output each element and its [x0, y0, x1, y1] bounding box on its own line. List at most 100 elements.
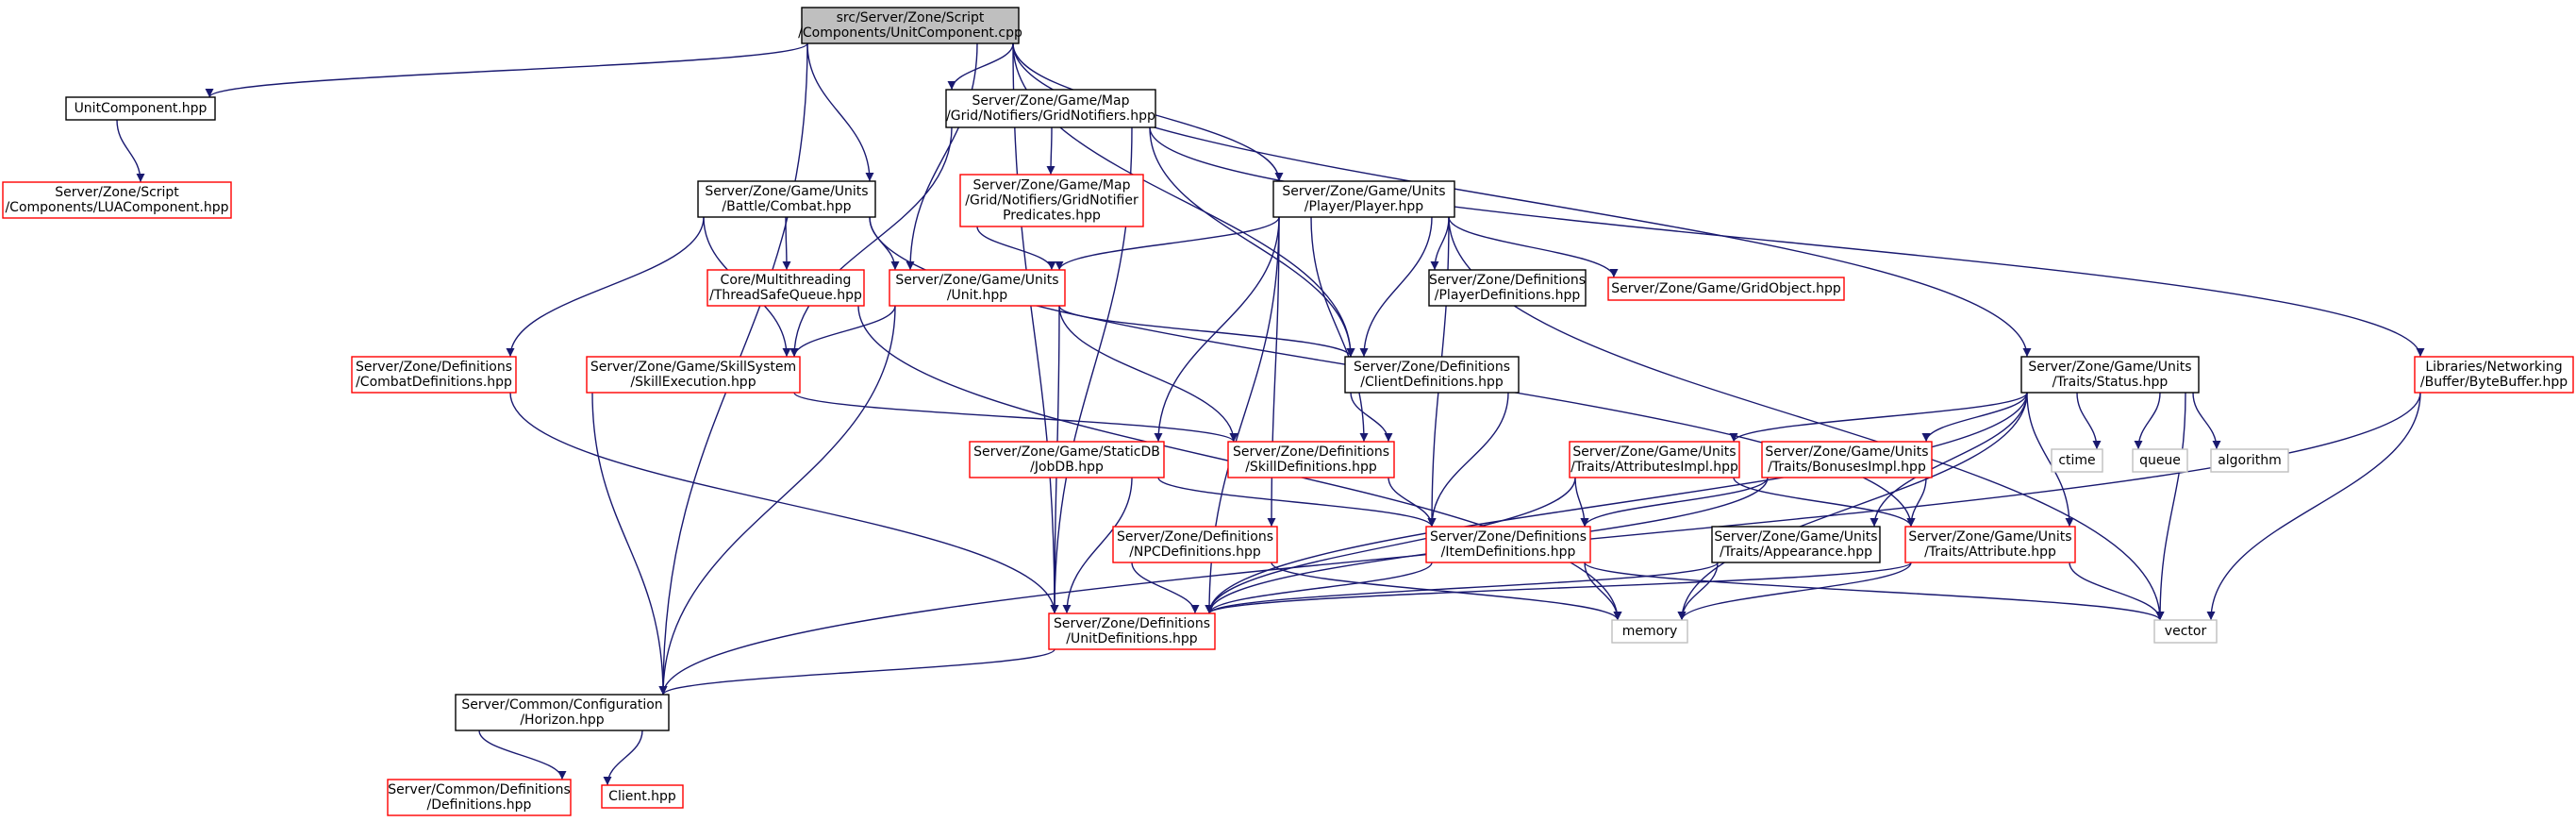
- node-box-combatdefinitions-hpp: [351, 356, 517, 394]
- node-box-combat-hpp: [697, 180, 876, 218]
- node-label-npcdefinitions-hpp-line-0: Server/Zone/Definitions: [1117, 529, 1273, 545]
- node-player-hpp[interactable]: Server/Zone/Game/Units/Player/Player.hpp: [1272, 180, 1455, 218]
- node-label-unitdefinitions-hpp-line-0: Server/Zone/Definitions: [1054, 616, 1210, 631]
- edge-attributesimpl-hpp-to-unitdefinitions-hpp: [1205, 477, 1576, 614]
- node-label-combatdefinitions-hpp-line-0: Server/Zone/Definitions: [356, 360, 512, 375]
- node-box-algorithm: [2210, 448, 2289, 473]
- edge-itemdefinitions-hpp-to-unitdefinitions-hpp: [1205, 562, 1433, 614]
- edge-jobdb-hpp-to-unitdefinitions-hpp: [1062, 477, 1133, 614]
- node-box-horizon-hpp: [455, 694, 670, 731]
- edge-attribute-hpp-to-unitdefinitions-hpp: [1205, 562, 1912, 614]
- edge-player-hpp-to-playerdefinitions-hpp: [1430, 216, 1450, 271]
- node-box-bonusesimpl-hpp: [1761, 441, 1933, 478]
- node-root[interactable]: src/Server/Zone/Script/Components/UnitCo…: [798, 7, 1022, 44]
- node-box-vector: [2153, 619, 2218, 644]
- node-bytebuffer-hpp[interactable]: Libraries/Networking/Buffer/ByteBuffer.h…: [2414, 356, 2574, 394]
- edge-gridnotifiers-hpp-to-gridnotifierpredicates-hpp: [1046, 126, 1055, 176]
- node-combat-hpp[interactable]: Server/Zone/Game/Units/Battle/Combat.hpp: [697, 180, 876, 218]
- node-luacomponent-hpp[interactable]: Server/Zone/Script/Components/LUACompone…: [2, 181, 232, 219]
- node-box-playerdefinitions-hpp: [1428, 269, 1587, 307]
- edge-status-hpp-to-attribute-hpp: [2026, 392, 2074, 528]
- node-itemdefinitions-hpp[interactable]: Server/Zone/Definitions/ItemDefinitions.…: [1425, 526, 1591, 563]
- node-horizon-hpp[interactable]: Server/Common/Configuration/Horizon.hpp: [455, 694, 670, 731]
- node-queue: queue: [2132, 448, 2188, 473]
- node-algorithm: algorithm: [2210, 448, 2289, 473]
- edge-bytebuffer-hpp-to-vector: [2206, 392, 2421, 621]
- node-gridnotifiers-hpp[interactable]: Server/Zone/Game/Map/Grid/Notifiers/Grid…: [945, 89, 1156, 128]
- node-ctime: ctime: [2051, 448, 2103, 473]
- edge-combat-hpp-to-combatdefinitions-hpp: [506, 216, 705, 358]
- node-gridnotifierpredicates-hpp[interactable]: Server/Zone/Game/Map/Grid/Notifiers/Grid…: [959, 174, 1144, 227]
- node-box-root: [801, 7, 1020, 44]
- edge-root-to-unit-hpp: [906, 42, 978, 271]
- node-label-attributesimpl-hpp-line-1: /Traits/AttributesImpl.hpp: [1571, 460, 1738, 475]
- node-box-unit-hpp: [889, 269, 1066, 307]
- node-attribute-hpp[interactable]: Server/Zone/Game/Units/Traits/Attribute.…: [1904, 526, 2076, 563]
- node-label-skillexecution-hpp-line-0: Server/Zone/Game/SkillSystem: [590, 360, 796, 375]
- edge-player-hpp-to-skilldefinitions-hpp: [1310, 216, 1369, 443]
- node-threadsafequeue-hpp[interactable]: Core/Multithreading/ThreadSafeQueue.hpp: [706, 269, 865, 307]
- edge-unitcomponent-hpp-to-luacomponent-hpp: [116, 119, 145, 183]
- node-label-queue-line-0: queue: [2139, 453, 2181, 468]
- node-label-definitions-hpp-line-1: /Definitions.hpp: [427, 797, 532, 813]
- node-label-itemdefinitions-hpp-line-0: Server/Zone/Definitions: [1430, 529, 1587, 545]
- node-box-unitdefinitions-hpp: [1048, 612, 1216, 650]
- node-gridobject-hpp[interactable]: Server/Zone/Game/GridObject.hpp: [1607, 277, 1845, 301]
- edge-attributesimpl-hpp-to-attribute-hpp: [1733, 477, 1916, 528]
- node-label-root-line-0: src/Server/Zone/Script: [837, 10, 985, 25]
- node-box-gridnotifiers-hpp: [945, 89, 1156, 128]
- edge-status-hpp-to-queue: [2134, 392, 2161, 450]
- node-label-npcdefinitions-hpp-line-1: /NPCDefinitions.hpp: [1129, 545, 1261, 560]
- node-client-hpp[interactable]: Client.hpp: [601, 784, 684, 809]
- node-appearance-hpp[interactable]: Server/Zone/Game/Units/Traits/Appearance…: [1711, 526, 1881, 563]
- node-label-status-hpp-line-1: /Traits/Status.hpp: [2052, 375, 2169, 390]
- node-playerdefinitions-hpp[interactable]: Server/Zone/Definitions/PlayerDefinition…: [1428, 269, 1587, 307]
- node-definitions-hpp[interactable]: Server/Common/Definitions/Definitions.hp…: [387, 779, 572, 816]
- node-box-luacomponent-hpp: [2, 181, 232, 219]
- node-label-memory-line-0: memory: [1622, 624, 1678, 639]
- node-box-bytebuffer-hpp: [2414, 356, 2574, 394]
- edge-player-hpp-to-unit-hpp: [1055, 216, 1280, 271]
- edge-status-hpp-to-algorithm: [2192, 392, 2221, 450]
- node-attributesimpl-hpp[interactable]: Server/Zone/Game/Units/Traits/Attributes…: [1569, 441, 1740, 478]
- node-box-ctime: [2051, 448, 2103, 473]
- node-label-bonusesimpl-hpp-line-0: Server/Zone/Game/Units: [1765, 445, 1928, 460]
- node-status-hpp[interactable]: Server/Zone/Game/Units/Traits/Status.hpp: [2020, 356, 2200, 394]
- node-combatdefinitions-hpp[interactable]: Server/Zone/Definitions/CombatDefinition…: [351, 356, 517, 394]
- node-label-itemdefinitions-hpp-line-1: /ItemDefinitions.hpp: [1441, 545, 1576, 560]
- edge-clientdefinitions-hpp-to-skilldefinitions-hpp: [1350, 392, 1393, 443]
- edge-itemdefinitions-hpp-to-vector: [1584, 562, 2165, 621]
- node-box-gridobject-hpp: [1607, 277, 1845, 301]
- edge-status-hpp-to-memory: [1677, 392, 2028, 621]
- edge-unit-hpp-to-skillexecution-hpp: [789, 305, 896, 358]
- node-box-appearance-hpp: [1711, 526, 1881, 563]
- node-npcdefinitions-hpp[interactable]: Server/Zone/Definitions/NPCDefinitions.h…: [1112, 526, 1278, 563]
- node-box-jobdb-hpp: [969, 441, 1165, 478]
- node-skilldefinitions-hpp[interactable]: Server/Zone/Definitions/SkillDefinitions…: [1227, 441, 1395, 478]
- node-unit-hpp[interactable]: Server/Zone/Game/Units/Unit.hpp: [889, 269, 1066, 307]
- node-label-gridnotifierpredicates-hpp-line-2: Predicates.hpp: [1003, 209, 1101, 224]
- node-box-unitcomponent-hpp: [65, 96, 216, 121]
- node-skillexecution-hpp[interactable]: Server/Zone/Game/SkillSystem/SkillExecut…: [586, 356, 801, 394]
- edge-status-hpp-to-attributesimpl-hpp: [1729, 392, 2028, 443]
- edge-appearance-hpp-to-unitdefinitions-hpp: [1205, 562, 1719, 614]
- node-bonusesimpl-hpp[interactable]: Server/Zone/Game/Units/Traits/BonusesImp…: [1761, 441, 1933, 478]
- edge-player-hpp-to-gridobject-hpp: [1448, 216, 1619, 278]
- node-label-luacomponent-hpp-line-0: Server/Zone/Script: [55, 185, 179, 200]
- node-unitcomponent-hpp[interactable]: UnitComponent.hpp: [65, 96, 216, 121]
- edge-clientdefinitions-hpp-to-itemdefinitions-hpp: [1427, 392, 1509, 528]
- node-clientdefinitions-hpp[interactable]: Server/Zone/Definitions/ClientDefinition…: [1344, 356, 1520, 394]
- node-label-jobdb-hpp-line-1: /JobDB.hpp: [1030, 460, 1104, 475]
- edge-unitdefinitions-hpp-to-horizon-hpp: [658, 648, 1055, 696]
- node-box-queue: [2132, 448, 2188, 473]
- edge-gridnotifiers-hpp-to-bytebuffer-hpp: [1149, 126, 2425, 358]
- node-label-ctime-line-0: ctime: [2058, 453, 2095, 468]
- node-vector: vector: [2153, 619, 2218, 644]
- edge-unit-hpp-to-skilldefinitions-hpp: [1058, 305, 1238, 443]
- node-unitdefinitions-hpp[interactable]: Server/Zone/Definitions/UnitDefinitions.…: [1048, 612, 1216, 650]
- edge-bonusesimpl-hpp-to-itemdefinitions-hpp: [1580, 477, 1769, 528]
- edge-root-to-unitdefinitions-hpp: [1012, 42, 1059, 614]
- node-jobdb-hpp[interactable]: Server/Zone/Game/StaticDB/JobDB.hpp: [969, 441, 1165, 478]
- node-box-npcdefinitions-hpp: [1112, 526, 1278, 563]
